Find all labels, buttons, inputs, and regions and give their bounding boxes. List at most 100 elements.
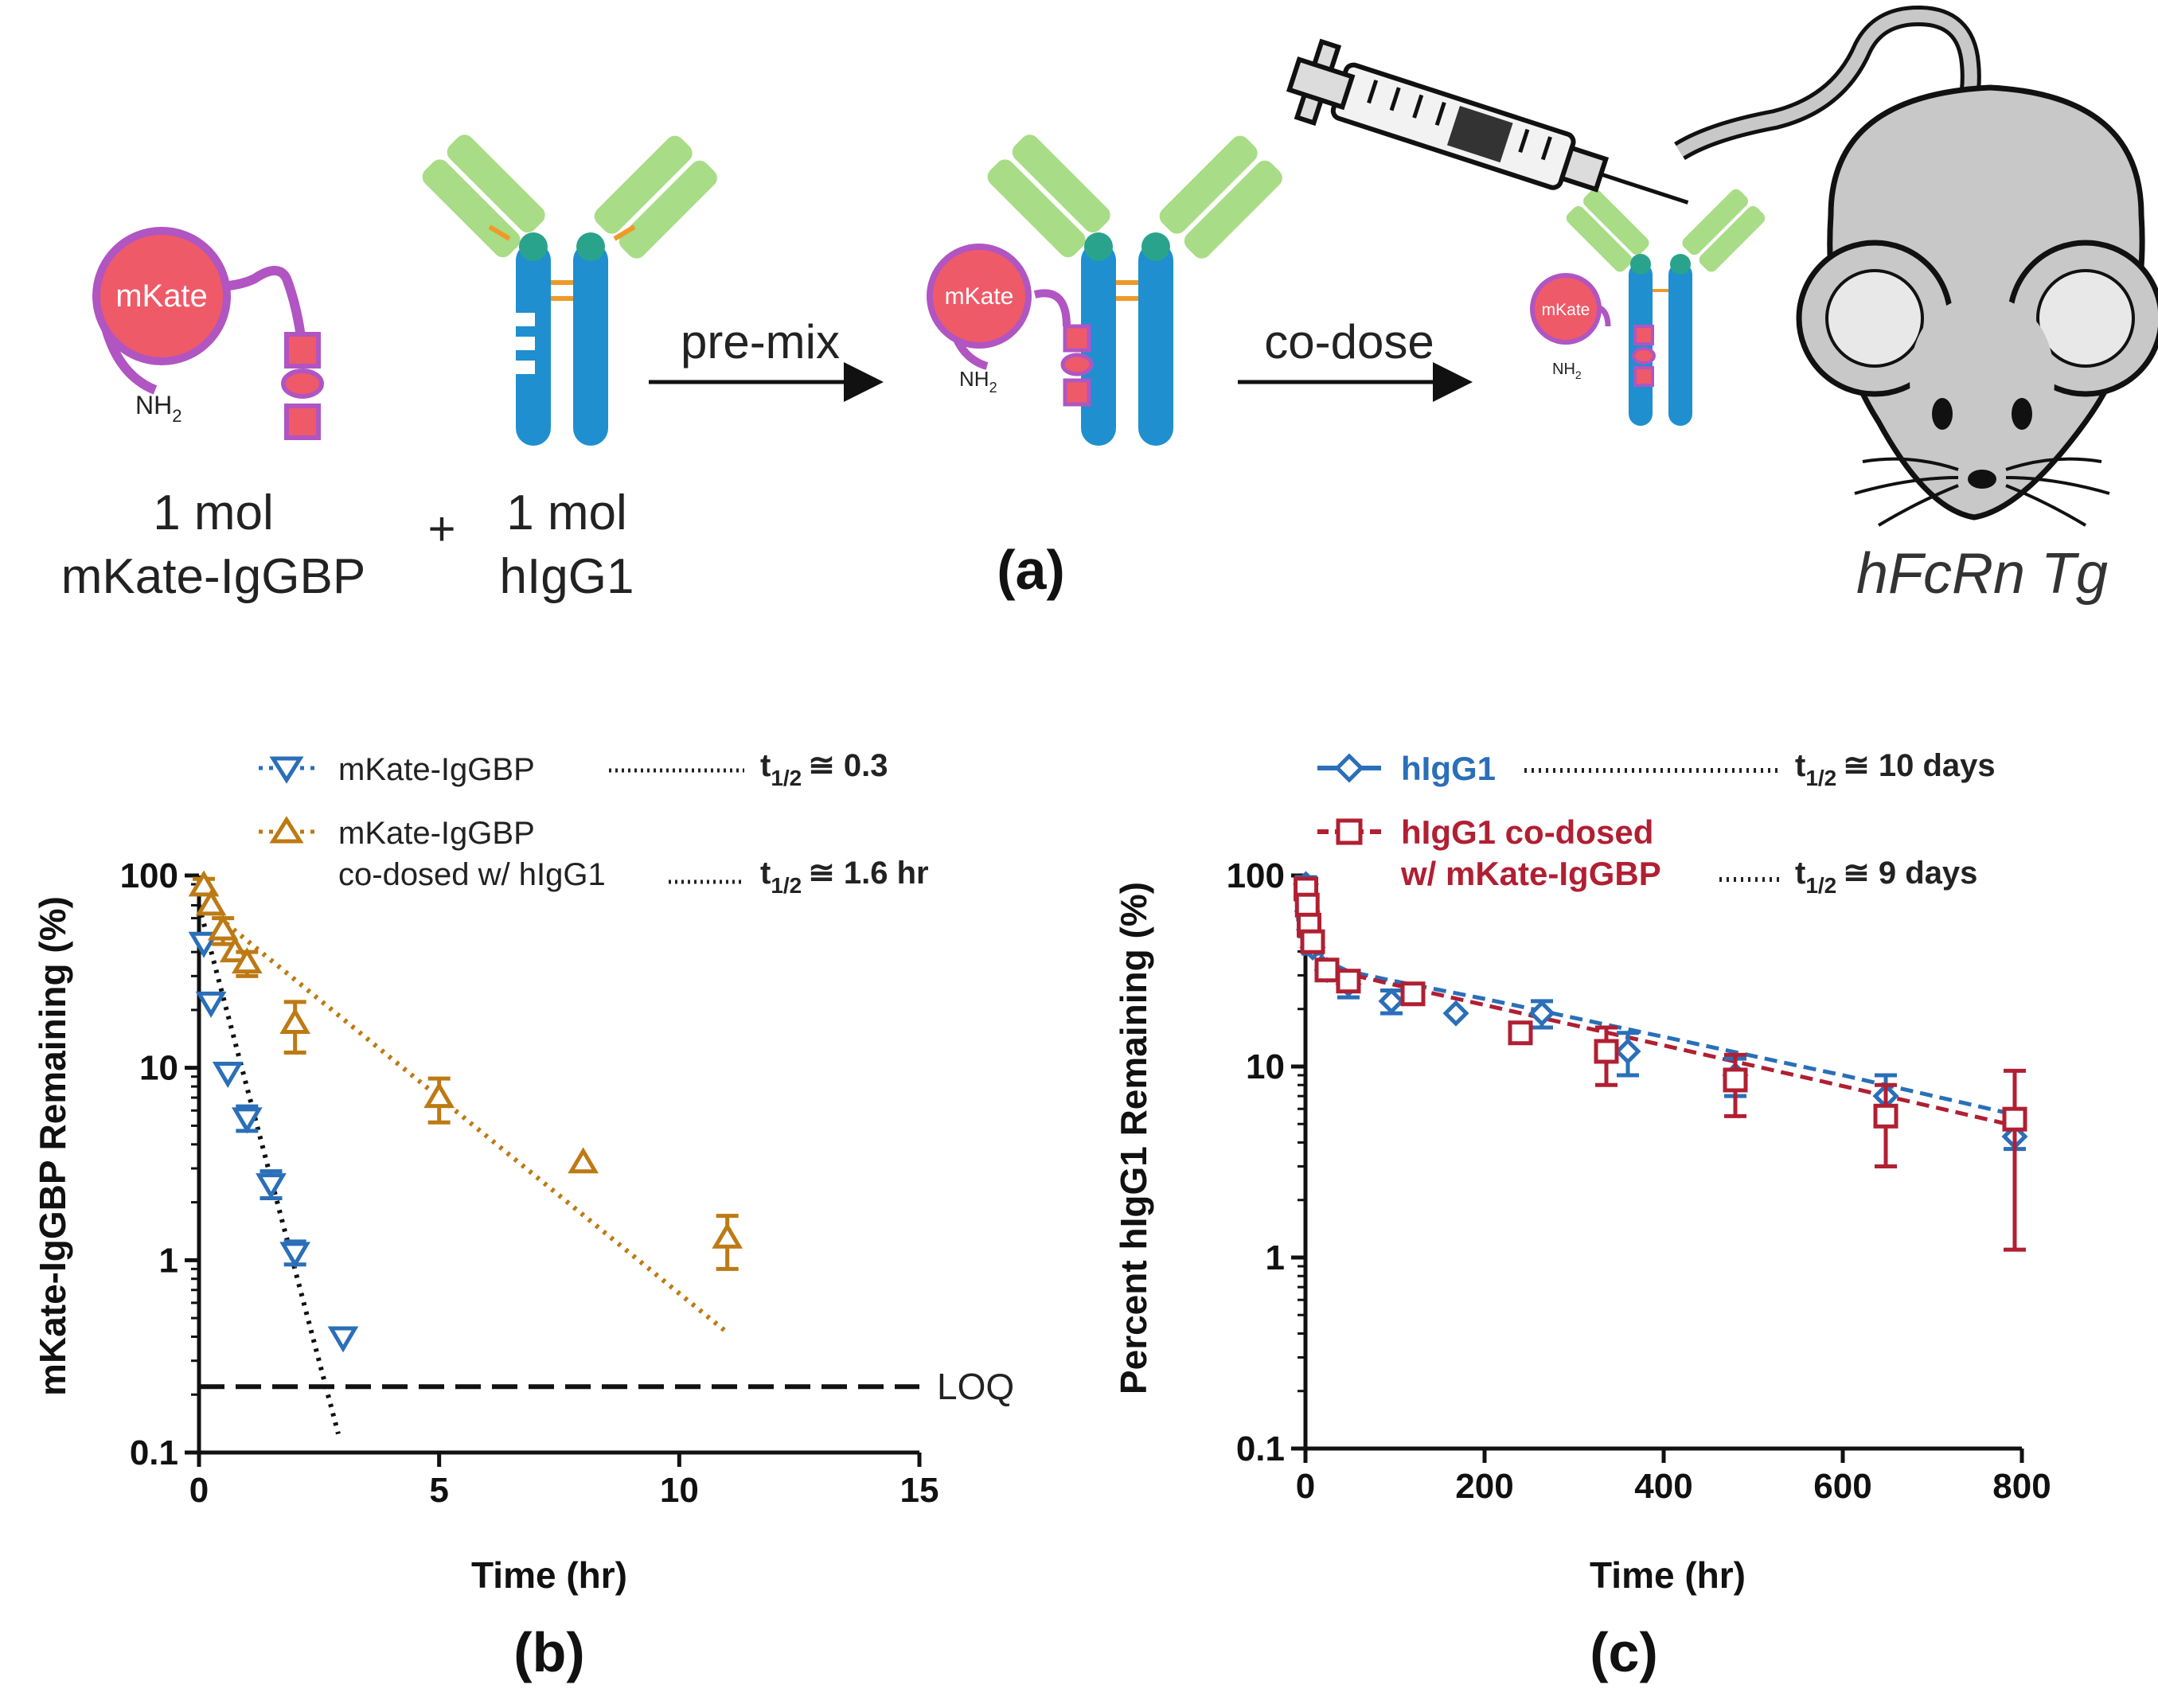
panel-c-y-tick-label: 0.1 [1236,1429,1285,1468]
panel-c-series-2-point [1873,1103,1898,1129]
panel-c-xlabel: Time (hr) [1590,1554,1746,1596]
legend-c-series-1-marker [1334,753,1364,783]
panel-b-x-tick-label: 15 [900,1471,939,1510]
panel-c-x-tick-label: 400 [1634,1467,1692,1506]
panel-b-series-2-point [207,914,239,941]
panel-c-series-2-point [1723,1067,1748,1093]
panel-b-series-2-point [423,1082,455,1109]
legend-b-series-2-label: mKate-IgGBP [338,816,535,851]
panel-c-ylabel: Percent hIgG1 Remaining (%) [1113,882,1154,1394]
hinge-left [519,232,548,261]
panel-b-ylabel: mKate-IgGBP Remaining (%) [32,896,73,1396]
reagent1-amount: 1 mol [153,485,274,540]
hinge-right [576,232,605,261]
panel-b-y-tick-label: 10 [139,1049,178,1088]
panel-b-series-2-point [188,870,220,897]
mouse-icon [1674,5,2158,527]
legend-b-series-2-marker [269,816,304,844]
panel-c-series-1-point [1378,988,1405,1015]
panel-b-y-tick-label: 0.1 [130,1433,178,1472]
panel-b-chart: mKate-IgGBP Remaining (%) Time (hr) (b) … [32,748,1014,1683]
legend-c-series-1: hIgG1 t1/2≅ 10 days [1317,748,1996,790]
legend-c-series-2-half-life: t1/2≅ 9 days [1795,856,1977,898]
panel-c-series-2-point [1294,892,1320,918]
co-dose-label: co-dose [1264,315,1434,369]
mkate-protein [92,227,231,365]
panel-b-y-tick-label: 100 [120,856,178,895]
legend-b-series-2: mKate-IgGBP co-dosed w/ hIgG1 t1/2≅ 1.6 … [259,816,929,898]
panel-a-schematic: mKate NH2 1 mol mKate-IgGBP + [61,5,2158,606]
panel-c-series-2-point [1314,957,1340,983]
reagent2-name: hIgG1 [500,549,634,604]
mouse-nose [1968,470,1996,489]
igGBP-domain-1 [284,332,321,369]
mkate-linker [213,266,307,351]
panel-b-series-2-fit-line [202,903,729,1335]
panel-b-series-2-point [712,1222,743,1249]
legend-c-series-2-label-line2: w/ mKate-IgGBP [1400,855,1661,892]
mkate-igGBP-construct: mKate NH2 1 mol mKate-IgGBP [61,227,365,604]
panel-c-label: (c) [1590,1621,1658,1683]
codosed-mkate-label: mKate [1542,301,1590,319]
legend-b-series-1-label: mKate-IgGBP [338,752,535,787]
mouse-eye-right [2012,398,2032,430]
mouse-label: hFcRn Tg [1856,542,2108,606]
legend-c-series-1-half-life: t1/2≅ 10 days [1795,748,1996,790]
panel-c-series-2-point [1594,1039,1619,1064]
panel-c-series-2-point [2002,1106,2027,1132]
hIgG1-antibody: 1 mol hIgG1 [422,135,717,604]
disulfide-bond-3 [488,224,511,241]
reagent1-name: mKate-IgGBP [61,549,365,604]
panel-b-series-2-point [568,1147,599,1174]
panel-b-label: (b) [513,1621,584,1683]
panel-c-series-1-point [1614,1038,1641,1065]
panel-b-legend: mKate-IgGBP t1/2≅ 0.3 mKate-IgGBP co-dos… [259,748,929,898]
panel-b-xlabel: Time (hr) [471,1554,627,1596]
panel-b-y-tick-label: 1 [159,1241,178,1280]
reagent2-amount: 1 mol [506,485,627,540]
panel-b-series-1-point [231,1107,263,1134]
premixed-complex: mKate NH2 [927,135,1282,446]
complex-mkate-label: mKate [945,283,1014,310]
panel-b-series-1-point [256,1173,287,1200]
fc-binding-notch [516,313,535,374]
panel-b-loq-label: LOQ [937,1366,1014,1407]
legend-b-series-2-half-life: t1/2≅ 1.6 hr [760,856,929,898]
panel-c-series-2-point [1300,929,1325,954]
legend-c-series-2: hIgG1 co-dosed w/ mKate-IgGBP t1/2≅ 9 da… [1317,813,1977,898]
legend-c-series-2-label: hIgG1 co-dosed [1401,813,1653,851]
codosed-complex: mKate NH2 [1530,189,1766,426]
panel-c-chart: Percent hIgG1 Remaining (%) Time (hr) (c… [1113,748,2051,1683]
panel-b-series-2-point [231,947,263,974]
amine-label: NH2 [135,391,181,426]
legend-b-series-1-half-life: t1/2≅ 0.3 [760,748,888,790]
panel-c-series-2-point [1336,969,1361,994]
panel-c-series-1-point [1528,1000,1555,1027]
panel-label-a: (a) [997,539,1065,601]
syringe-icon [1286,38,1689,205]
panel-c-y-tick-label: 10 [1246,1047,1285,1086]
panel-b-x-tick-label: 0 [189,1471,209,1510]
panel-b-series-2-point [279,1008,311,1034]
legend-c-series-2-marker [1336,818,1363,845]
panel-c-x-tick-label: 0 [1296,1467,1315,1506]
mouse-whiskers [1854,457,2110,527]
panel-c-series-2-point [1508,1020,1533,1046]
igGBP-domain-2 [281,369,324,399]
plus-sign: + [427,502,455,556]
disulfide-bond-4 [613,224,636,241]
legend-b-series-2-label-line2: co-dosed w/ hIgG1 [338,857,606,892]
mkate-label: mKate [115,279,208,314]
igGBP-domain-3 [284,404,321,440]
panel-c-y-tick-label: 100 [1227,856,1285,895]
codosed-amine-label: NH2 [1552,361,1582,381]
complex-amine-label: NH2 [959,367,997,396]
panel-b-series-1-point [279,1242,311,1269]
panel-c-x-tick-label: 800 [1992,1467,2051,1506]
panel-b-series-1-point [195,991,227,1018]
panel-b-series-1-point [212,1062,244,1088]
heavy-chain-right [573,243,608,446]
panel-b-x-tick-label: 10 [660,1471,699,1510]
panel-c-series-1-point [1442,1000,1469,1027]
